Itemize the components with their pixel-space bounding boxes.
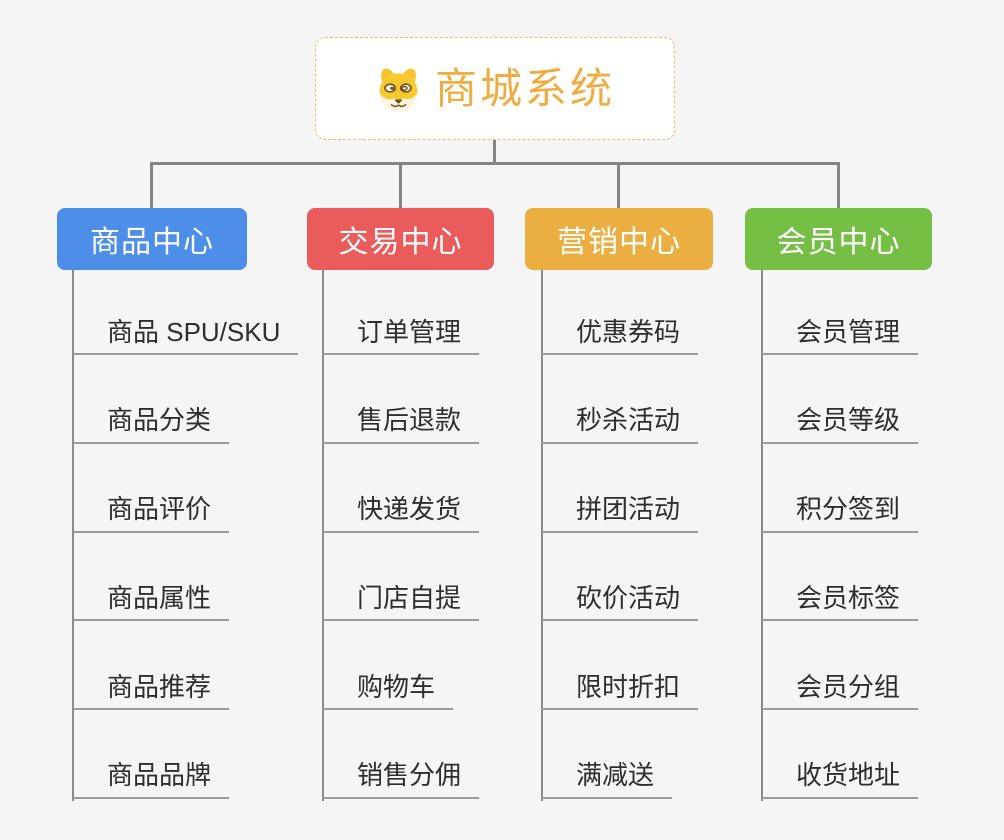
connector-bus [151, 162, 840, 165]
leaf-node[interactable]: 会员等级 [762, 404, 919, 444]
leaf-node[interactable]: 满减送 [542, 759, 673, 799]
leaf-node[interactable]: 订单管理 [323, 316, 480, 355]
branch-column-marketing: 优惠券码 秒杀活动 拼团活动 砍价活动 限时折扣 满减送 [540, 270, 699, 801]
leaf-node[interactable]: 商品分类 [73, 404, 230, 444]
leaf-node[interactable]: 会员管理 [762, 316, 919, 355]
branch-column-trade: 订单管理 售后退款 快递发货 门店自提 购物车 销售分佣 [321, 270, 480, 801]
branch-node-trade-center[interactable]: 交易中心 [307, 208, 494, 270]
root-node-mall-system[interactable]: 商城系统 [315, 37, 675, 140]
connector-drop-product [150, 162, 153, 208]
leaf-node[interactable]: 拼团活动 [542, 493, 699, 533]
leaf-node[interactable]: 会员标签 [762, 582, 919, 622]
connector-drop-member [837, 162, 840, 208]
leaf-node[interactable]: 商品 SPU/SKU [73, 316, 299, 355]
leaf-node[interactable]: 销售分佣 [323, 759, 480, 799]
branch-column-member: 会员管理 会员等级 积分签到 会员标签 会员分组 收货地址 [760, 270, 919, 801]
branch-column-product: 商品 SPU/SKU 商品分类 商品评价 商品属性 商品推荐 商品品牌 [71, 270, 299, 801]
branch-node-member-center[interactable]: 会员中心 [745, 208, 932, 270]
leaf-node[interactable]: 商品品牌 [73, 759, 230, 799]
leaf-node[interactable]: 商品评价 [73, 493, 230, 533]
leaf-node[interactable]: 商品推荐 [73, 671, 230, 711]
leaf-node[interactable]: 会员分组 [762, 671, 919, 711]
branch-node-marketing-center[interactable]: 营销中心 [525, 208, 713, 270]
root-title: 商城系统 [434, 64, 615, 112]
connector-root-stem [493, 140, 496, 164]
doge-icon [379, 68, 418, 112]
leaf-node[interactable]: 收货地址 [762, 759, 919, 799]
leaf-node[interactable]: 售后退款 [323, 404, 480, 444]
leaf-node[interactable]: 积分签到 [762, 493, 919, 533]
leaf-node[interactable]: 购物车 [323, 671, 454, 711]
branch-node-product-center[interactable]: 商品中心 [57, 208, 247, 270]
leaf-node[interactable]: 砍价活动 [542, 582, 699, 622]
connector-drop-marketing [617, 162, 620, 208]
leaf-node[interactable]: 限时折扣 [542, 671, 699, 711]
leaf-node[interactable]: 快递发货 [323, 493, 480, 533]
leaf-node[interactable]: 优惠券码 [542, 316, 699, 355]
leaf-node[interactable]: 秒杀活动 [542, 404, 699, 444]
connector-drop-trade [399, 162, 402, 208]
leaf-node[interactable]: 商品属性 [73, 582, 230, 622]
leaf-node[interactable]: 门店自提 [323, 582, 480, 622]
